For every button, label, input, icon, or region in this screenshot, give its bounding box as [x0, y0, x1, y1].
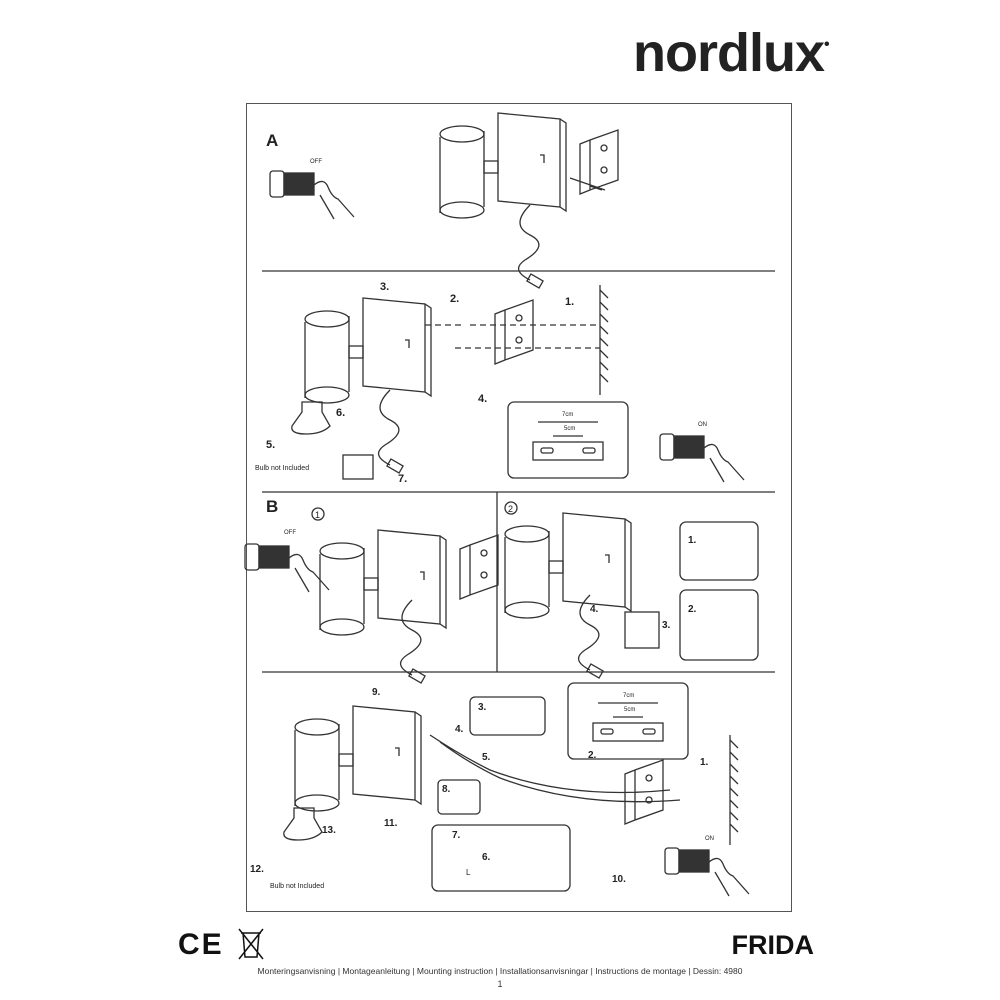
svg-text:3.: 3.	[380, 281, 389, 293]
wire-l-label: L	[466, 868, 471, 877]
svg-text:13.: 13.	[322, 825, 336, 836]
switch-on-hand-icon	[659, 433, 745, 483]
lamp-diagram	[319, 529, 447, 636]
logo-text: nordlux	[633, 23, 825, 83]
svg-text:7.: 7.	[452, 830, 461, 841]
step-labels: 1. 2. 3. 4. 5. 6. 7.	[266, 281, 574, 485]
bracket-icon	[494, 299, 534, 365]
instruction-frame	[246, 103, 792, 912]
weee-bin-icon	[238, 928, 264, 960]
bulb-note: Bulb not Included	[255, 465, 309, 472]
lamp-diagram	[294, 705, 422, 812]
svg-text:4.: 4.	[455, 724, 464, 735]
svg-text:5.: 5.	[266, 439, 275, 451]
logo-mark: •	[824, 36, 830, 53]
section-b-label: B	[266, 497, 278, 516]
ce-mark: CE	[178, 928, 224, 961]
detail-inset	[437, 779, 481, 815]
bulb-icon	[283, 807, 323, 841]
svg-text:6.: 6.	[482, 852, 491, 863]
step-labels: 1. 2. 3. 4.	[590, 535, 697, 631]
screw-icon	[569, 177, 606, 191]
svg-text:1.: 1.	[688, 535, 697, 546]
svg-text:9.: 9.	[372, 687, 381, 698]
svg-text:1.: 1.	[565, 296, 574, 308]
switch-off-hand-icon	[269, 170, 355, 220]
svg-text:6.: 6.	[336, 407, 345, 419]
switch-on-hand-icon	[664, 847, 750, 897]
connector-inset	[679, 521, 759, 581]
bracket-icon	[459, 534, 499, 600]
section-a-label: A	[266, 131, 278, 150]
bracket-icon	[579, 129, 619, 195]
dimension-inner: 5cm	[624, 707, 635, 713]
connector-inset	[679, 589, 759, 661]
bulb-note: Bulb not Included	[270, 883, 324, 890]
detail-inset	[469, 696, 546, 736]
svg-text:12.: 12.	[250, 864, 264, 875]
svg-text:3.: 3.	[478, 702, 487, 713]
svg-text:10.: 10.	[612, 874, 626, 885]
svg-text:7.: 7.	[398, 473, 407, 485]
lamp-diagram	[304, 297, 432, 404]
cable	[429, 734, 681, 803]
on-label: ON	[698, 422, 707, 428]
junction-box-icon	[624, 611, 660, 649]
svg-text:11.: 11.	[384, 818, 398, 829]
cord-plug-icon	[377, 389, 404, 474]
lamp-diagram	[439, 112, 567, 219]
panel-2-number: 2	[508, 504, 513, 514]
lamp-diagram	[504, 512, 632, 619]
cord-plug-icon	[399, 599, 426, 684]
nordlux-logo: nordlux•	[633, 22, 830, 84]
model-name: FRIDA	[731, 930, 815, 960]
svg-text:5.: 5.	[482, 752, 491, 763]
panel-1-number: 1	[315, 510, 320, 520]
svg-text:2.: 2.	[450, 293, 459, 305]
svg-text:3.: 3.	[662, 620, 671, 631]
drill-guides	[425, 324, 600, 349]
dimension-outer: 7cm	[623, 693, 634, 699]
socket-icon	[342, 454, 374, 480]
svg-text:8.: 8.	[442, 784, 451, 795]
panel-1-marker	[311, 507, 325, 521]
wall-icon	[599, 284, 609, 396]
dimension-inner: 5cm	[564, 426, 575, 432]
dimension-outer: 7cm	[562, 412, 573, 418]
instruction-languages: Monteringsanvisning | Montageanleitung |…	[257, 966, 743, 976]
wall-icon	[729, 734, 739, 846]
switch-off-hand-icon	[244, 543, 330, 593]
page-number: 1	[497, 979, 503, 989]
off-label: OFF	[284, 530, 296, 536]
cord-plug-icon	[517, 204, 544, 289]
bulb-icon	[291, 401, 331, 435]
step-labels: 1. 2. 3. 4. 5. 6. 7. 8. 9. 10. 11. 12. 1…	[250, 687, 709, 885]
svg-text:2.: 2.	[688, 604, 697, 615]
svg-text:1.: 1.	[700, 757, 709, 768]
detail-inset	[431, 824, 571, 892]
off-label: OFF	[310, 159, 322, 165]
on-label: ON	[705, 836, 714, 842]
svg-text:4.: 4.	[590, 604, 599, 615]
svg-text:4.: 4.	[478, 393, 487, 405]
svg-text:2.: 2.	[588, 750, 597, 761]
panel-2-marker	[504, 501, 518, 515]
